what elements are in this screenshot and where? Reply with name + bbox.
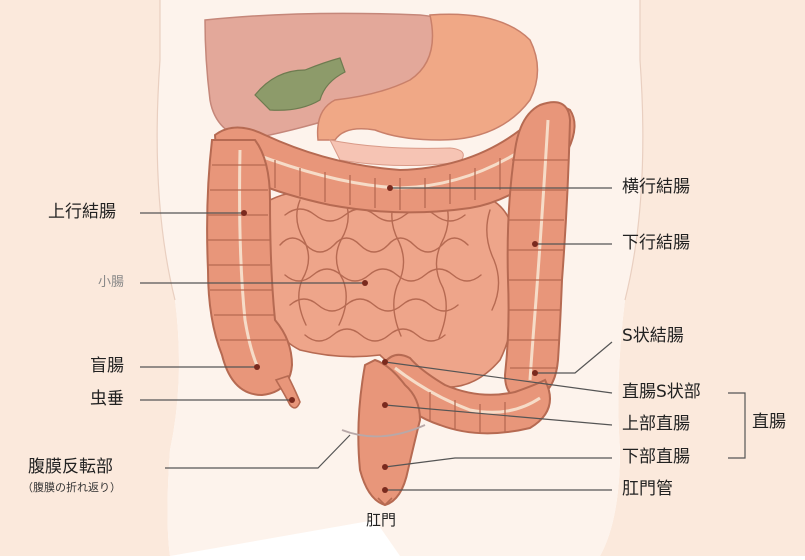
label-lower-rectum: 下部直腸 bbox=[622, 447, 690, 467]
label-peritoneal-reflection-note: （腹膜の折れ返り） bbox=[22, 481, 121, 494]
pancreas bbox=[329, 139, 464, 167]
label-peritoneal-reflection: 腹膜反転部 bbox=[28, 457, 113, 477]
label-descending-colon: 下行結腸 bbox=[622, 233, 690, 253]
label-transverse-colon: 横行結腸 bbox=[622, 177, 690, 197]
label-small-intestine: 小腸 bbox=[98, 275, 125, 290]
stomach bbox=[316, 13, 539, 141]
rectum bbox=[357, 358, 422, 507]
label-rectosigmoid: 直腸S状部 bbox=[622, 382, 701, 402]
label-ascending-colon: 上行結腸 bbox=[48, 202, 116, 222]
label-upper-rectum: 上部直腸 bbox=[622, 414, 690, 434]
pointer-dots bbox=[241, 185, 538, 493]
label-cecum: 盲腸 bbox=[90, 356, 124, 376]
leader-lines bbox=[140, 187, 746, 491]
label-rectum: 直腸 bbox=[752, 412, 786, 432]
peritoneal-reflection-line bbox=[341, 424, 426, 438]
label-anus: 肛門 bbox=[366, 511, 397, 529]
label-sigmoid-colon: S状結腸 bbox=[622, 326, 684, 346]
gallbladder bbox=[254, 57, 346, 111]
small-intestine bbox=[264, 187, 517, 388]
ascending-colon bbox=[206, 139, 294, 397]
label-appendix: 虫垂 bbox=[90, 389, 124, 409]
label-anal-canal: 肛門管 bbox=[622, 479, 673, 499]
